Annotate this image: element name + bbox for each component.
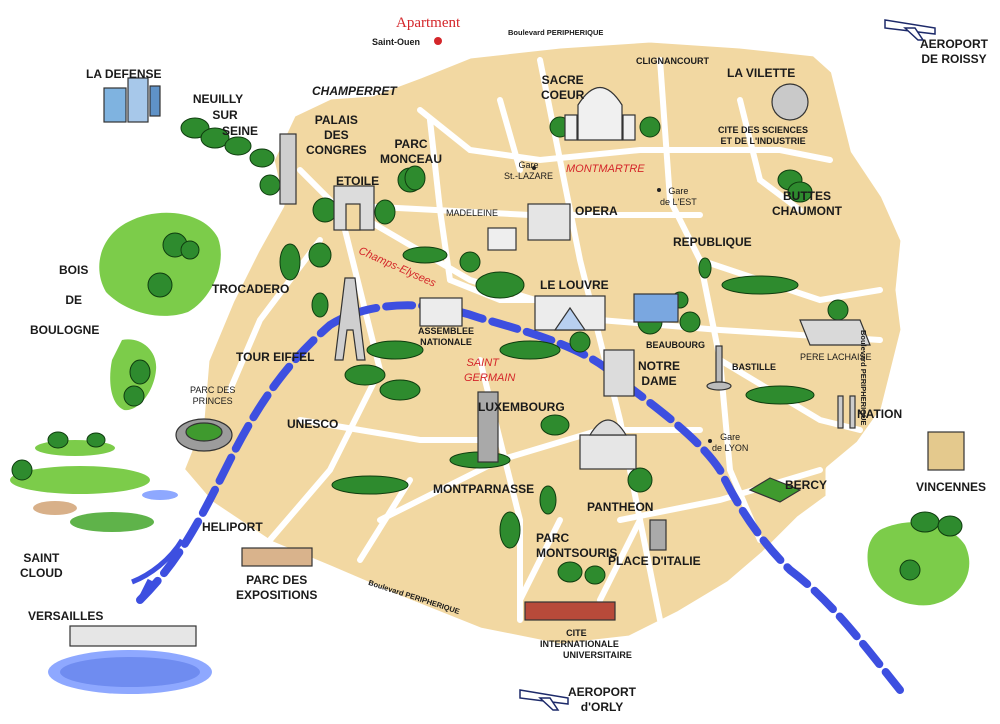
saint-ouen-label: Saint-Ouen	[372, 37, 421, 47]
madeleine-label: MADELEINE	[446, 208, 499, 218]
airplane-icon-roissy	[884, 19, 936, 41]
tour-eiffel-label: TOUR EIFFEL	[236, 350, 315, 364]
bastille-label: BASTILLE	[732, 362, 776, 372]
beaubourg-label: BEAUBOURG	[646, 340, 706, 350]
bd-periph-top-label: Boulevard PERIPHERIQUE	[508, 28, 604, 37]
pantheon-label: PANTHEON	[587, 500, 654, 514]
vincennes-label: VINCENNES	[916, 480, 987, 494]
luxembourg-label: LUXEMBOURG	[478, 400, 565, 414]
montmartre-label: MONTMARTRE	[566, 163, 645, 175]
landmarks	[69, 77, 965, 647]
champerret-label: CHAMPERRET	[312, 84, 397, 98]
parc-princes-park-area	[10, 466, 150, 494]
apartment-label: Apartment	[396, 15, 461, 31]
republique-label: REPUBLIQUE	[673, 235, 752, 249]
trocadero-label: TROCADERO	[212, 282, 290, 296]
bercy-label: BERCY	[785, 478, 828, 492]
heliport-label: HELIPORT	[202, 520, 263, 534]
place-italie-label: PLACE D'ITALIE	[608, 554, 701, 568]
unesco-label: UNESCO	[287, 417, 339, 431]
airplane-icon-orly	[519, 689, 569, 711]
nation-label: NATION	[857, 407, 903, 421]
clignancourt-label: CLIGNANCOURT	[636, 56, 709, 66]
montparnasse-label: MONTPARNASSE	[433, 482, 535, 496]
la-vilette-label: LA VILETTE	[727, 66, 796, 80]
tree-clusters	[11, 116, 963, 585]
versailles-label: VERSAILLES	[28, 609, 104, 623]
la-defense-label: LA DEFENSE	[86, 67, 162, 81]
seine-river	[136, 301, 904, 694]
pere-lachaise-label: PERE LACHAISE	[800, 352, 872, 362]
etoile-label: ETOILE	[336, 174, 380, 188]
bois-de-boulogne-park	[99, 212, 221, 316]
le-louvre-label: LE LOUVRE	[540, 278, 609, 292]
opera-label: OPERA	[575, 204, 618, 218]
apartment-dot	[434, 37, 442, 45]
